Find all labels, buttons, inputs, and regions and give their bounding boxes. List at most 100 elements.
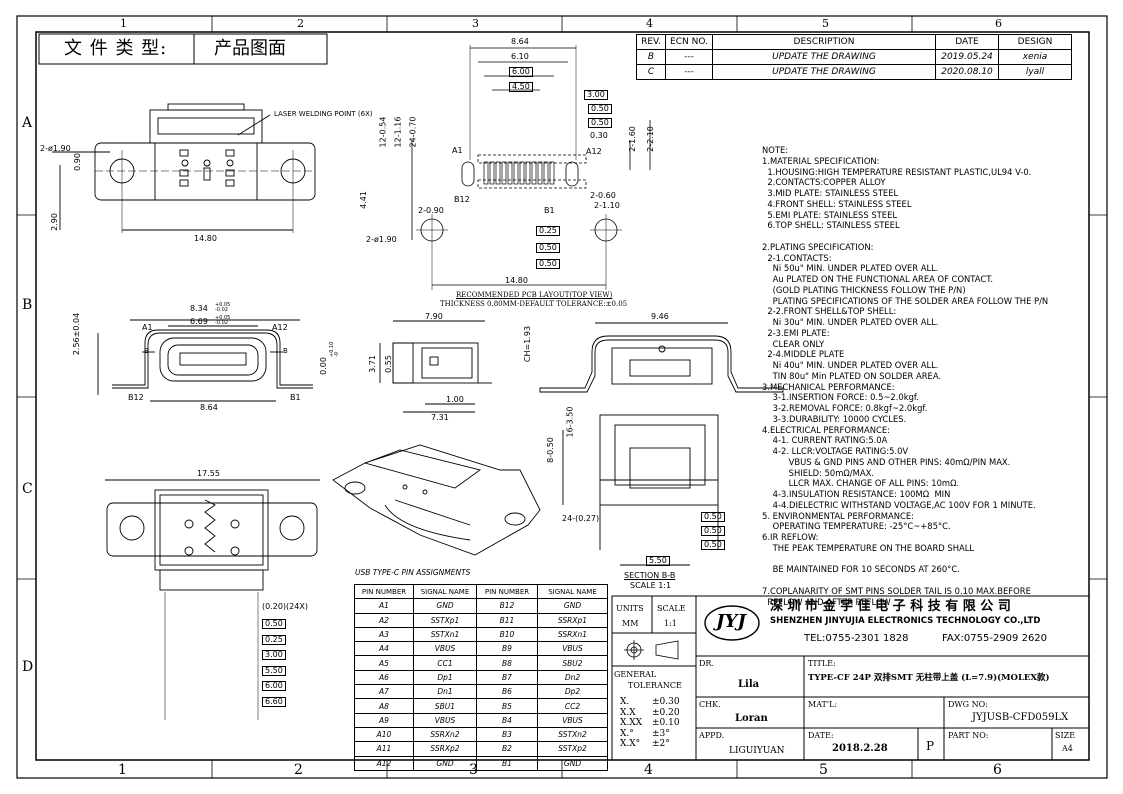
ecn-header: ECN NO.: [665, 34, 713, 50]
signal-name-cell: Dn2: [537, 669, 608, 686]
pin-number-cell: A7: [354, 684, 414, 700]
tolerance-row: X.X°±2°: [620, 739, 694, 750]
note-line: 3-2.REMOVAL FORCE: 0.8kgf~2.0kgf.: [762, 403, 928, 413]
front-dim-669-tol: +0.05 -0.02: [215, 315, 231, 326]
note-line: BE MAINTAINED FOR 10 SECONDS AT 260°C.: [762, 564, 960, 575]
description-cell: UPDATE THE DRAWING: [712, 64, 936, 80]
date-label: DATE:: [808, 731, 834, 740]
zone-row-b: B: [22, 297, 33, 313]
signal-name-cell: VBUS: [413, 712, 477, 728]
description-cell: UPDATE THE DRAWING: [712, 49, 936, 65]
pin-number-cell: B4: [476, 712, 538, 728]
pcb-dim-2-160: 2-1.60: [627, 126, 637, 152]
dim-top-width: 14.80: [194, 234, 217, 243]
zone-col-1-top: 1: [120, 17, 127, 30]
note-line: Ni 50u" MIN. UNDER PLATED OVER ALL.: [762, 263, 939, 274]
general-label: GENERAL: [614, 670, 657, 679]
note-line: 2.CONTACTS:COPPER ALLOY: [762, 177, 886, 188]
appd-label: APPD.: [699, 731, 725, 740]
pin-table: PIN NUMBER SIGNAL NAME PIN NUMBER SIGNAL…: [354, 583, 608, 771]
note-line: 6.IR REFLOW:: [762, 532, 819, 542]
date-value: 2018.2.28: [832, 743, 888, 754]
bot-dim-550: 5.50: [262, 666, 286, 676]
design-cell: xenia: [998, 49, 1072, 65]
note-line: 6.TOP SHELL: STAINLESS STEEL: [762, 220, 900, 231]
note-line: THE PEAK TEMPERATURE ON THE BOARD SHALL: [762, 542, 975, 553]
zone-col-5-bottom: 5: [819, 762, 828, 778]
pin-header-row: PIN NUMBER SIGNAL NAME PIN NUMBER SIGNAL…: [354, 583, 608, 600]
sec-dim-24: 24-(0.27): [562, 514, 600, 523]
description-header: DESCRIPTION: [712, 34, 936, 50]
zone-col-1-bottom: 1: [118, 762, 127, 778]
pcb-caption-2: THICKNESS 0.80MM-DEFAULT TOLERANCE:±0.05: [440, 300, 628, 308]
pin-number-cell: A2: [354, 612, 414, 628]
notes-block: NOTE:1.MATERIAL SPECIFICATION: 1.HOUSING…: [762, 145, 1048, 607]
signal-name-cell: SSTXn1: [413, 626, 477, 643]
company-name-en: SHENZHEN JINYUJIA ELECTRONICS TECHNOLOGY…: [770, 616, 1041, 626]
pin-number-cell: A12: [354, 755, 414, 771]
title-label: TITLE:: [808, 659, 836, 668]
front-dim-834: 8.34: [190, 304, 208, 313]
note-line: OPERATING TEMPERATURE: -25°C~+85°C.: [762, 521, 951, 532]
zone-col-3-top: 3: [472, 17, 479, 30]
front-pin-b12: B12: [128, 393, 144, 402]
pin-number-cell: B8: [476, 655, 538, 671]
front-section-b-left: B: [144, 347, 149, 355]
front-pin-a12: A12: [272, 323, 288, 332]
pcb-dim-hole: 2-ø1.90: [366, 235, 397, 244]
pcb-dim-050-d: 0.50: [536, 259, 560, 269]
pcb-pin-a1: A1: [452, 146, 463, 155]
bot-dim-660: 6.60: [262, 697, 286, 707]
pin-number-cell: B9: [476, 641, 538, 657]
pcb-dim-2-060: 2-0.60: [590, 191, 616, 200]
chk-value: Loran: [735, 713, 768, 724]
pin-number-cell: A3: [354, 626, 414, 643]
date-header: DATE: [935, 34, 999, 50]
front-dim-864: 8.64: [200, 403, 218, 412]
side-dim-731: 7.31: [431, 413, 449, 422]
signal-name-cell: CC2: [537, 698, 608, 714]
tolerance-value: ±0.10: [652, 718, 680, 728]
signal-name-header: SIGNAL NAME: [413, 583, 477, 600]
zone-col-6-bottom: 6: [993, 762, 1002, 778]
pin-number-cell: B12: [476, 598, 538, 614]
pin-number-cell: A8: [354, 698, 414, 714]
signal-name-cell: SBU1: [413, 698, 477, 714]
chk-label: CHK.: [699, 700, 721, 709]
zone-col-4-bottom: 4: [644, 762, 653, 778]
pin-number-cell: A11: [354, 741, 414, 757]
note-line: [762, 554, 1048, 565]
pin-number-header: PIN NUMBER: [476, 583, 538, 600]
note-line: 7.COPLANARITY OF SMT PINS SOLDER TAIL IS…: [762, 585, 1031, 596]
design-header: DESIGN: [998, 34, 1072, 50]
pin-number-cell: B6: [476, 684, 538, 700]
pin-number-cell: B10: [476, 626, 538, 643]
side-dim-371: 3.71: [367, 355, 377, 373]
signal-name-cell: VBUS: [413, 641, 477, 657]
signal-name-cell: VBUS: [537, 712, 608, 728]
pcb-layout: [411, 45, 651, 290]
tolerance-row: X.XX±0.10: [620, 718, 694, 729]
pcb-dim-050-a: 0.50: [588, 104, 612, 114]
pin-number-cell: A1: [354, 598, 414, 614]
signal-name-cell: GND: [413, 598, 477, 614]
signal-name-cell: SBU2: [537, 655, 608, 671]
note-line: 3-3.DURABILITY: 10000 CYCLES.: [762, 413, 907, 424]
pcb-dim-24-070: 24-0.70: [408, 116, 418, 148]
zone-col-2-top: 2: [297, 17, 304, 30]
tolerance-format: X.°: [620, 728, 634, 739]
sec-dim-16-350: 16-3.50: [565, 406, 575, 438]
dim-290: 2.90: [49, 213, 59, 231]
pcb-dim-2-090: 2-0.90: [418, 206, 444, 215]
revision-row: B --- UPDATE THE DRAWING 2019.05.24 xeni…: [636, 49, 1072, 65]
date-cell: 2020.08.10: [935, 64, 999, 80]
note-line: 3.MID PLATE: STAINLESS STEEL: [762, 188, 899, 198]
zone-col-2-bottom: 2: [294, 762, 303, 778]
rev-header: REV.: [636, 34, 666, 50]
pin-number-cell: B1: [476, 755, 538, 771]
bot-dim-020: (0.20)(24X): [262, 602, 308, 611]
